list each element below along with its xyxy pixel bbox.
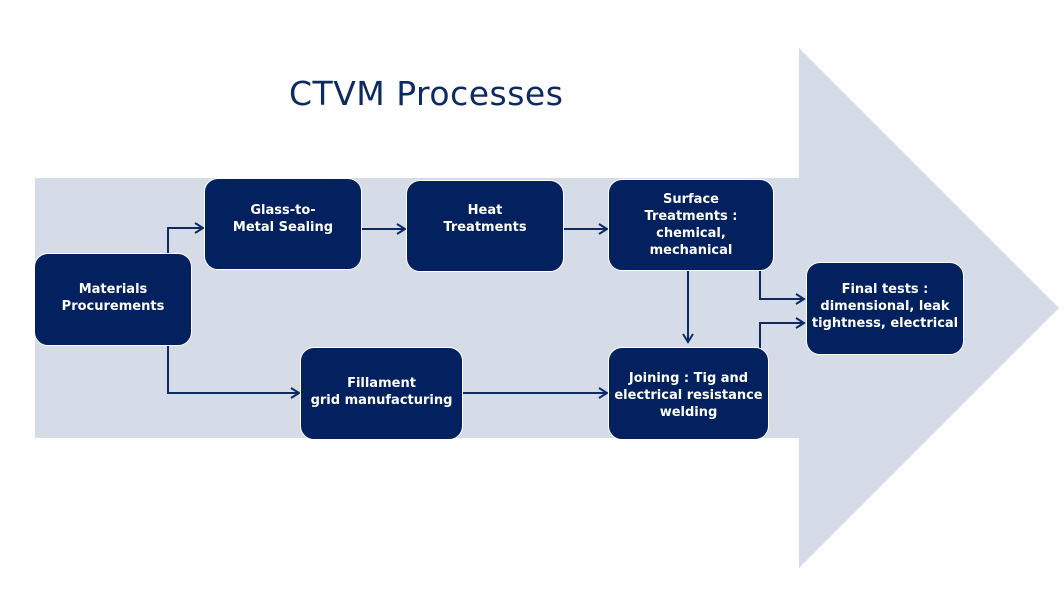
page-title: CTVM Processes <box>289 74 564 113</box>
node-filament-grid-manufacturing: Fillament grid manufacturing <box>300 347 463 440</box>
edge-materials-filament <box>167 345 301 399</box>
edge-joining-final <box>759 317 806 348</box>
node-label: Surface Treatments : chemical, mechanica… <box>644 192 738 258</box>
node-label: Joining : Tig and electrical resistance … <box>614 371 763 420</box>
node-heat-treatments: Heat Treatments <box>406 180 564 272</box>
node-materials-procurements: Materials Procurements <box>34 253 192 346</box>
edge-materials-glass <box>167 222 205 254</box>
node-label: Materials Procurements <box>61 282 165 314</box>
node-final-tests: Final tests : dimensional, leak tightnes… <box>806 262 964 355</box>
node-surface-treatments: Surface Treatments : chemical, mechanica… <box>608 179 774 271</box>
node-glass-to-metal-sealing: Glass-to- Metal Sealing <box>204 178 362 270</box>
node-joining-welding: Joining : Tig and electrical resistance … <box>608 347 769 440</box>
node-label: Fillament grid manufacturing <box>310 376 453 408</box>
node-label: Heat Treatments <box>443 203 527 235</box>
node-label: Final tests : dimensional, leak tightnes… <box>811 282 959 331</box>
node-label: Glass-to- Metal Sealing <box>232 203 334 235</box>
edge-surface-final <box>759 270 806 305</box>
